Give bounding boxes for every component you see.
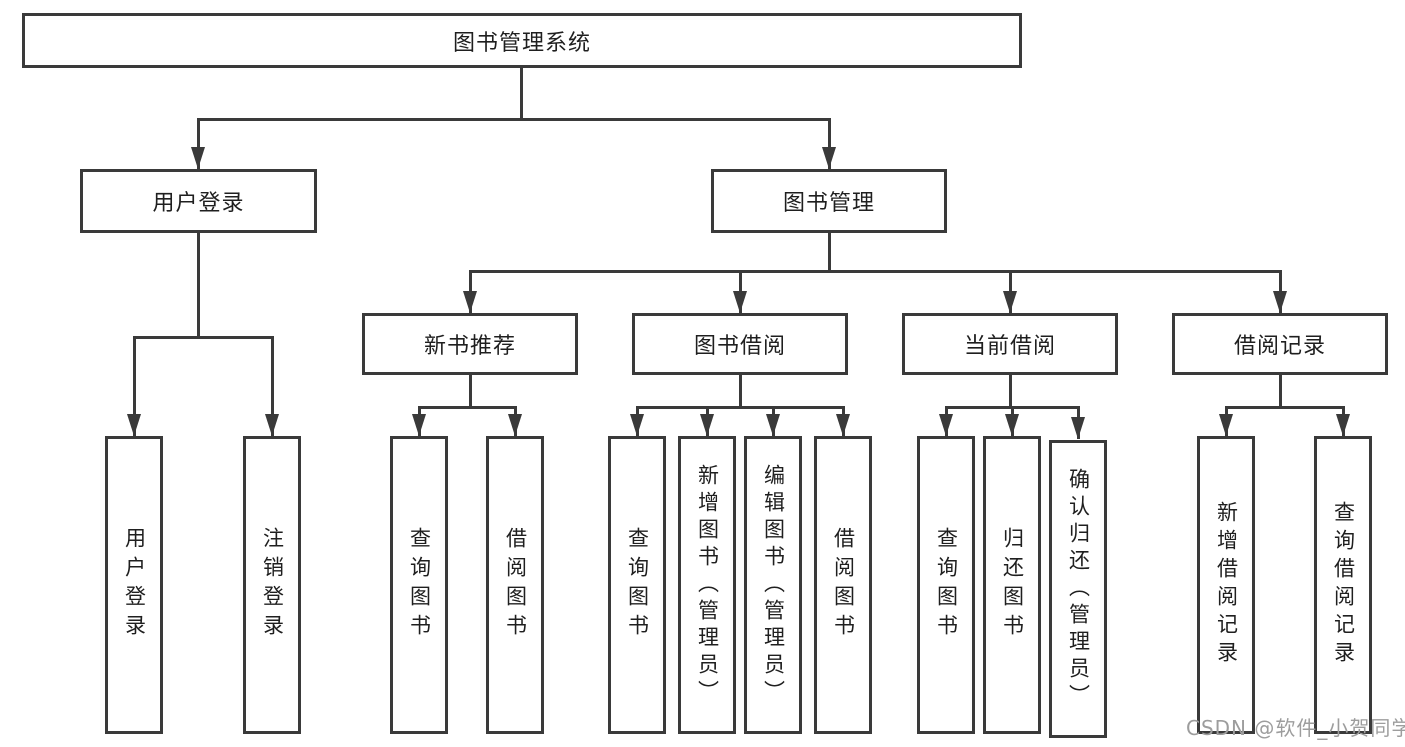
arrow-down-icon [700, 414, 714, 436]
arrow-down-icon [630, 414, 644, 436]
leaf-query-borrow-record: 查询借阅记录 [1314, 436, 1372, 734]
leaf-label: 新增图书（管理员） [695, 463, 720, 707]
leaf-label: 查询图书 [625, 527, 650, 643]
leaf-borrow-books-borrowing: 借阅图书 [814, 436, 872, 734]
leaf-logout: 注销登录 [243, 436, 301, 734]
leaf-label: 编辑图书（管理员） [761, 463, 786, 707]
connector-hline [636, 406, 845, 409]
arrow-down-icon [412, 414, 426, 436]
leaf-label: 归还图书 [1000, 527, 1025, 643]
csdn-watermark: CSDN @软件_小贺同学 [1186, 716, 1405, 740]
leaf-query-books-recommend: 查询图书 [390, 436, 448, 734]
arrow-down-icon [1273, 291, 1287, 313]
connector-trunk [469, 375, 472, 409]
node-new-book-recommendation: 新书推荐 [362, 313, 578, 375]
leaf-return-books: 归还图书 [983, 436, 1041, 734]
arrow-down-icon [1219, 414, 1233, 436]
connector-root-trunk [520, 68, 523, 121]
connector-userlogin-hline [133, 336, 274, 339]
leaf-label: 确认归还（管理员） [1066, 467, 1091, 711]
connector-hline [1225, 406, 1345, 409]
arrow-down-icon [1071, 417, 1085, 439]
leaf-label: 新增借阅记录 [1214, 501, 1239, 669]
arrow-down-icon [127, 414, 141, 436]
arrow-down-icon [265, 414, 279, 436]
arrow-down-icon [1336, 414, 1350, 436]
node-user-login: 用户登录 [80, 169, 317, 233]
connector-stem [828, 118, 831, 169]
leaf-add-borrow-record: 新增借阅记录 [1197, 436, 1255, 734]
node-current-borrowing: 当前借阅 [902, 313, 1118, 375]
connector-trunk [1009, 375, 1012, 409]
arrow-down-icon [836, 414, 850, 436]
leaf-query-books-borrowing: 查询图书 [608, 436, 666, 734]
connector-hline [418, 406, 517, 409]
leaf-label: 查询图书 [934, 527, 959, 643]
leaf-borrow-books-recommend: 借阅图书 [486, 436, 544, 734]
arrow-down-icon [939, 414, 953, 436]
arrow-down-icon [191, 147, 205, 169]
leaf-confirm-return-admin: 确认归还（管理员） [1049, 440, 1107, 738]
arrow-down-icon [1005, 414, 1019, 436]
node-label: 用户登录 [152, 191, 245, 216]
node-borrowing-records: 借阅记录 [1172, 313, 1388, 375]
arrow-down-icon [463, 291, 477, 313]
leaf-query-books-current: 查询图书 [917, 436, 975, 734]
leaf-label: 用户登录 [122, 527, 147, 643]
node-label: 新书推荐 [423, 334, 516, 359]
connector-stem [133, 336, 136, 436]
connector-trunk [1279, 375, 1282, 409]
connector-bookmgmt-hline [469, 270, 1282, 273]
leaf-add-books-admin: 新增图书（管理员） [678, 436, 736, 734]
leaf-label: 注销登录 [260, 527, 285, 643]
node-library-management-system: 图书管理系统 [22, 13, 1022, 68]
connector-trunk [739, 375, 742, 409]
node-label: 当前借阅 [963, 334, 1056, 359]
arrow-down-icon [508, 414, 522, 436]
leaf-user-login: 用户登录 [105, 436, 163, 734]
connector-stem [271, 336, 274, 436]
node-label: 图书管理 [782, 191, 875, 216]
arrow-down-icon [1003, 291, 1017, 313]
leaf-edit-books-admin: 编辑图书（管理员） [744, 436, 802, 734]
node-book-borrowing: 图书借阅 [632, 313, 848, 375]
arrow-down-icon [766, 414, 780, 436]
connector-root-hline [197, 118, 831, 121]
node-label: 图书管理系统 [452, 30, 591, 56]
leaf-label: 借阅图书 [831, 527, 856, 643]
node-label: 图书借阅 [693, 334, 786, 359]
leaf-label: 查询图书 [407, 527, 432, 643]
node-book-management: 图书管理 [711, 169, 947, 233]
arrow-down-icon [733, 291, 747, 313]
connector-bookmgmt-trunk [828, 233, 831, 273]
leaf-label: 借阅图书 [503, 527, 528, 643]
leaf-label: 查询借阅记录 [1331, 501, 1356, 669]
connector-stem [197, 118, 200, 169]
connector-userlogin-trunk [197, 233, 200, 339]
arrow-down-icon [822, 147, 836, 169]
node-label: 借阅记录 [1233, 334, 1326, 359]
